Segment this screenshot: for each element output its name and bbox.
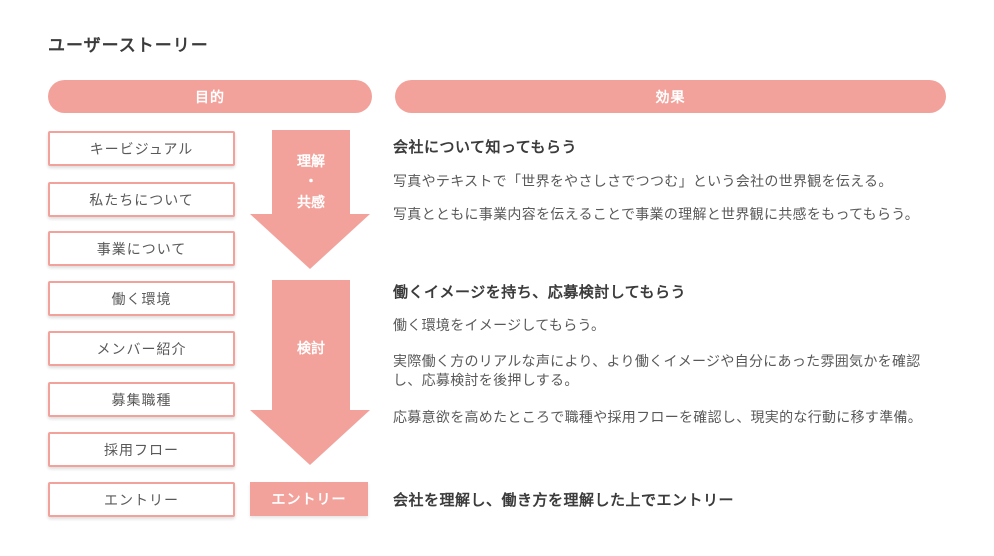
purpose-item-business: 事業について — [48, 231, 235, 266]
purpose-item-open-positions: 募集職種 — [48, 382, 235, 417]
purpose-item-about-us: 私たちについて — [48, 182, 235, 217]
page-title: ユーザーストーリー — [48, 36, 209, 55]
effect-section-heading: 会社を理解し、働き方を理解した上でエントリー — [393, 492, 735, 509]
effect-section-paragraph: 実際働く方のリアルな声により、より働くイメージや自分にあった雰囲気かを確認 し、… — [393, 353, 921, 388]
purpose-item-hiring-flow: 採用フロー — [48, 432, 235, 467]
flow-stage-entry-badge: エントリー — [250, 482, 368, 516]
effect-section-paragraph: 応募意欲を高めたところで職種や採用フローを確認し、現実的な行動に移す準備。 — [393, 409, 923, 425]
purpose-item-entry: エントリー — [48, 482, 235, 517]
flow-stage-understanding-empathy-label: 理解 ・ 共感 — [297, 153, 325, 210]
effect-section-heading: 働くイメージを持ち、応募検討してもらう — [393, 284, 687, 301]
effect-section-paragraph: 働く環境をイメージしてもらう。 — [393, 317, 606, 333]
purpose-header-pill: 目的 — [48, 80, 372, 113]
effect-section-heading: 会社について知ってもらう — [393, 139, 578, 156]
down-arrow-icon — [250, 410, 370, 465]
down-arrow-icon — [250, 214, 370, 269]
purpose-item-key-visual: キービジュアル — [48, 131, 235, 166]
effect-header-pill: 効果 — [395, 80, 946, 113]
purpose-item-member-intro: メンバー紹介 — [48, 331, 235, 366]
purpose-item-work-environment: 働く環境 — [48, 281, 235, 316]
effect-section-paragraph: 写真やテキストで「世界をやさしさでつつむ」という会社の世界観を伝える。 — [393, 173, 893, 189]
down-arrow-icon — [272, 280, 350, 412]
flow-stage-consideration-label: 検討 — [297, 340, 325, 356]
effect-section-paragraph: 写真とともに事業内容を伝えることで事業の理解と世界観に共感をもってもらう。 — [393, 206, 920, 222]
down-arrow-icon — [272, 130, 350, 216]
